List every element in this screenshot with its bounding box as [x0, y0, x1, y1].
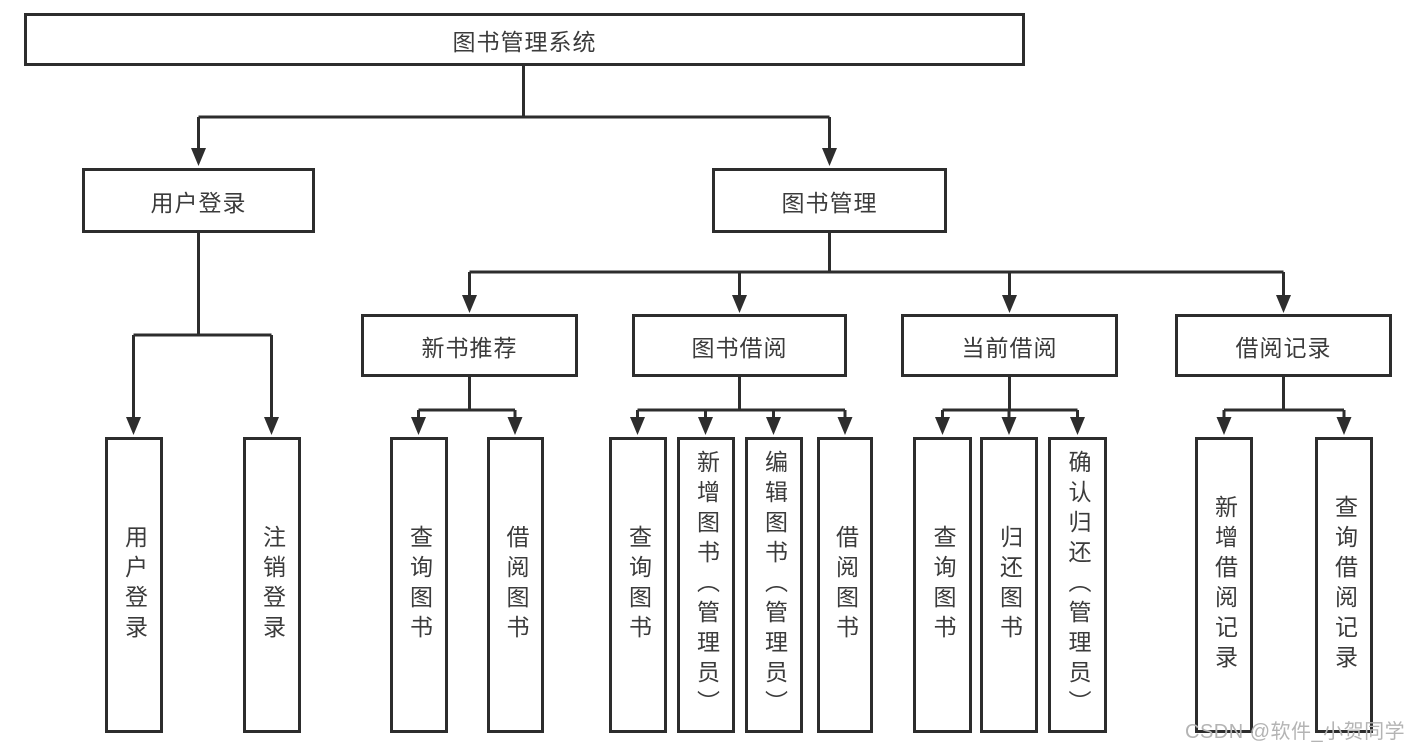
- node-user-login-branch: 用户登录: [82, 168, 315, 233]
- node-new-book-recommendation-label: 新书推荐: [421, 334, 518, 361]
- node-leaf-logout: 注销登录: [243, 437, 301, 733]
- connector-stems: [132, 65, 1346, 419]
- node-leaf-borrow-edit-books-admin-label: 编辑图书（管理员）: [761, 450, 788, 720]
- node-current-borrowing: 当前借阅: [901, 314, 1118, 377]
- node-book-borrowing: 图书借阅: [632, 314, 847, 377]
- node-leaf-current-query-books: 查询图书: [913, 437, 972, 733]
- node-book-management-branch-label: 图书管理: [781, 189, 878, 216]
- node-root-label: 图书管理系统: [452, 28, 597, 55]
- node-root-library-system: 图书管理系统: [24, 13, 1025, 66]
- node-leaf-borrow-borrow-books: 借阅图书: [817, 437, 873, 733]
- node-leaf-borrow-add-books-admin: 新增图书（管理员）: [677, 437, 735, 733]
- node-leaf-borrow-add-books-admin-label: 新增图书（管理员）: [693, 450, 720, 720]
- node-borrowing-records: 借阅记录: [1175, 314, 1392, 377]
- node-leaf-borrow-query-books-label: 查询图书: [625, 525, 652, 645]
- node-leaf-current-confirm-return-admin: 确认归还（管理员）: [1048, 437, 1107, 733]
- node-book-borrowing-label: 图书借阅: [691, 334, 788, 361]
- node-leaf-records-query-borrow-record-label: 查询借阅记录: [1331, 495, 1358, 675]
- node-leaf-current-confirm-return-admin-label: 确认归还（管理员）: [1065, 450, 1091, 720]
- node-leaf-borrow-query-books: 查询图书: [609, 437, 667, 733]
- node-leaf-recommend-borrow-books-label: 借阅图书: [503, 525, 529, 645]
- node-new-book-recommendation: 新书推荐: [361, 314, 578, 377]
- csdn-watermark: CSDN @软件_小贺同学: [1185, 721, 1405, 743]
- node-user-login-branch-label: 用户登录: [150, 189, 247, 216]
- node-leaf-records-add-borrow-record-label: 新增借阅记录: [1211, 495, 1238, 675]
- node-leaf-recommend-borrow-books: 借阅图书: [487, 437, 544, 733]
- node-borrowing-records-label: 借阅记录: [1235, 334, 1332, 361]
- node-book-management-branch: 图书管理: [712, 168, 947, 233]
- node-leaf-records-add-borrow-record: 新增借阅记录: [1195, 437, 1253, 733]
- node-leaf-logout-label: 注销登录: [259, 525, 286, 645]
- node-leaf-recommend-query-books-label: 查询图书: [406, 525, 433, 645]
- node-leaf-user-login: 用户登录: [105, 437, 163, 733]
- node-leaf-borrow-edit-books-admin: 编辑图书（管理员）: [745, 437, 803, 733]
- node-leaf-borrow-borrow-books-label: 借阅图书: [832, 525, 859, 645]
- node-leaf-user-login-label: 用户登录: [121, 525, 148, 645]
- node-leaf-records-query-borrow-record: 查询借阅记录: [1315, 437, 1373, 733]
- node-leaf-current-query-books-label: 查询图书: [930, 525, 956, 645]
- node-current-borrowing-label: 当前借阅: [961, 334, 1058, 361]
- node-leaf-current-return-books: 归还图书: [980, 437, 1038, 733]
- node-leaf-current-return-books-label: 归还图书: [996, 525, 1023, 645]
- node-leaf-recommend-query-books: 查询图书: [390, 437, 448, 733]
